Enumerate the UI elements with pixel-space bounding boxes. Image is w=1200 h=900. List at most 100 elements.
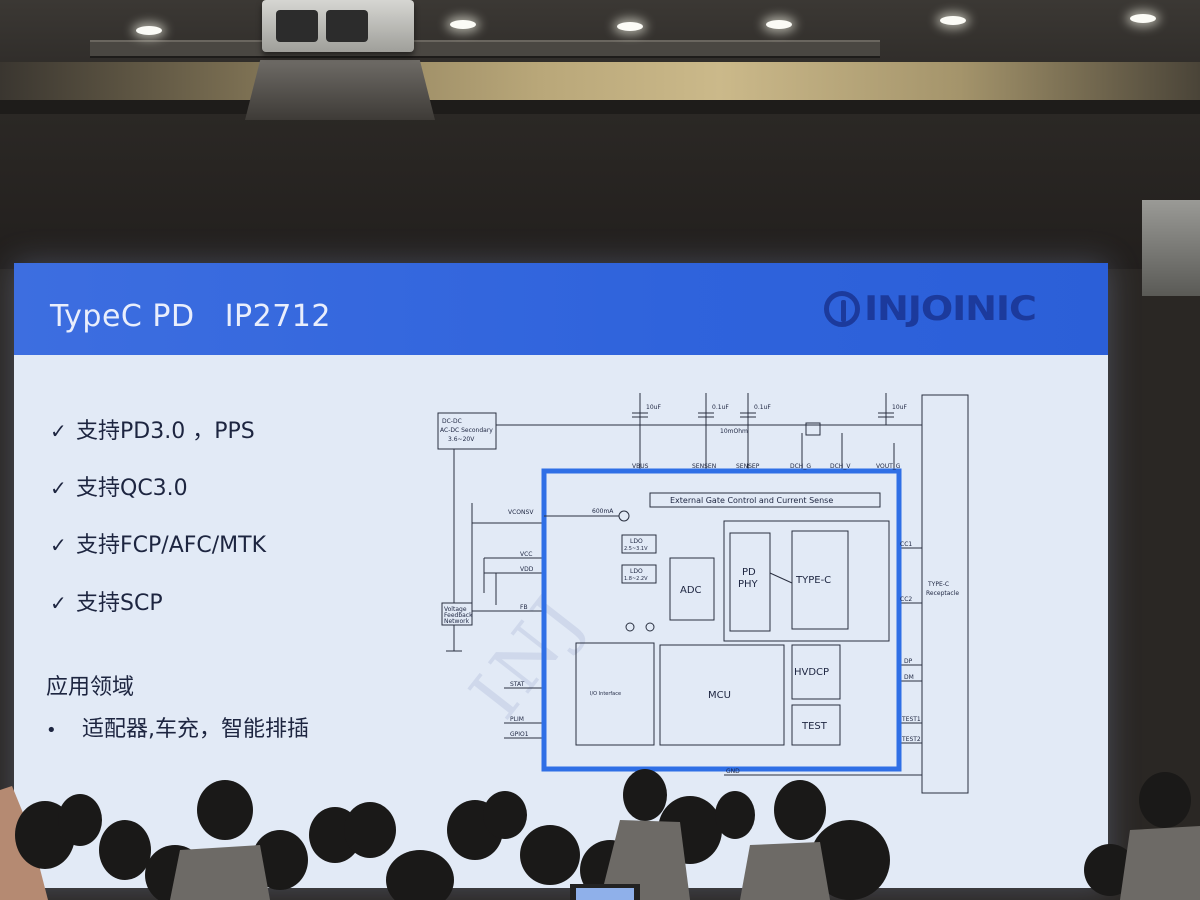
pin-label: TEST1 bbox=[901, 716, 921, 723]
ceiling-light bbox=[450, 20, 476, 29]
cap-label: 0.1uF bbox=[754, 404, 771, 411]
ceiling-light bbox=[617, 22, 643, 31]
ceiling-light-band bbox=[0, 62, 1200, 102]
pin-label: VDD bbox=[520, 566, 534, 573]
io-interface-label: I/O Interface bbox=[590, 691, 621, 697]
gate-control-block bbox=[649, 492, 881, 508]
ceiling-edge bbox=[0, 100, 1200, 114]
pin-label: TEST2 bbox=[901, 736, 921, 743]
application-item: •适配器,车充，智能排插 bbox=[46, 717, 309, 742]
pin-label: DP bbox=[904, 658, 913, 665]
pin-label: DCH_G bbox=[790, 463, 811, 470]
receptacle-label: Receptacle bbox=[926, 590, 959, 597]
ceiling-light bbox=[940, 16, 966, 25]
dcdc-label: DC-DC bbox=[442, 418, 462, 425]
audience-head bbox=[1139, 772, 1191, 828]
feature-item: ✓支持QC3.0 bbox=[50, 476, 188, 501]
projector bbox=[262, 0, 414, 52]
ldo-range: 2.5~3.1V bbox=[624, 546, 648, 552]
back-wall bbox=[0, 114, 1200, 269]
feature-item: ✓支持FCP/AFC/MTK bbox=[50, 533, 267, 558]
check-icon: ✓ bbox=[50, 419, 67, 443]
current-source-label: 600mA bbox=[592, 508, 614, 515]
ldo-range: 1.8~2.2V bbox=[624, 576, 648, 582]
logo-icon bbox=[824, 291, 860, 327]
mcu-block bbox=[659, 644, 785, 746]
cap-label: 0.1uF bbox=[712, 404, 729, 411]
pin-label: SENSEN bbox=[692, 463, 716, 470]
hvdcp-block bbox=[791, 644, 841, 700]
company-logo: INJOINIC bbox=[824, 287, 1037, 331]
ldo2-block bbox=[621, 564, 657, 584]
ceiling-trim bbox=[90, 40, 880, 58]
ceiling-light bbox=[136, 26, 162, 35]
pin-label: VCC bbox=[520, 551, 532, 558]
projector-vent bbox=[276, 10, 318, 42]
ldo1-block bbox=[621, 534, 657, 554]
dcdc-sub1: AC-DC Secondary bbox=[440, 427, 493, 434]
ldo-label: LDO bbox=[630, 538, 643, 545]
pd-phy-label: PD bbox=[742, 567, 756, 578]
feedback-label: Feedback bbox=[444, 612, 473, 619]
pin-label: VOUT_G bbox=[876, 463, 901, 470]
block-diagram: DC-DC AC-DC Secondary 3.6~20V Voltage Fe… bbox=[437, 393, 969, 794]
pin-label: CC2 bbox=[900, 596, 912, 603]
slide-header bbox=[14, 263, 1108, 355]
feature-item: ✓支持PD3.0 ，PPS bbox=[50, 419, 255, 444]
mcu-label: MCU bbox=[708, 690, 731, 701]
projected-slide: TypeC PD IP2712 INJOINIC ✓支持PD3.0 ，PPS ✓… bbox=[14, 263, 1108, 888]
pin-label: VCONSV bbox=[508, 509, 534, 516]
pin-label: DM bbox=[904, 674, 914, 681]
pin-label: STAT bbox=[510, 681, 525, 688]
gnd-label: GND bbox=[726, 768, 740, 775]
receptacle-label: TYPE-C bbox=[927, 581, 949, 588]
feedback-network bbox=[441, 602, 473, 626]
io-interface-block bbox=[575, 642, 655, 746]
projector-mount bbox=[245, 60, 435, 120]
feature-item: ✓支持SCP bbox=[50, 591, 163, 616]
dcdc-block bbox=[437, 412, 497, 450]
test-label: TEST bbox=[801, 721, 828, 732]
ldo-label: LDO bbox=[630, 568, 643, 575]
cap-label: 10uF bbox=[646, 404, 661, 411]
feedback-label: Network bbox=[444, 618, 470, 625]
check-icon: ✓ bbox=[50, 476, 67, 500]
typec-block bbox=[791, 530, 849, 630]
slide-title: TypeC PD IP2712 bbox=[50, 299, 331, 334]
current-source-icon bbox=[618, 510, 630, 522]
hvdcp-label: HVDCP bbox=[794, 667, 829, 678]
check-icon: ✓ bbox=[50, 591, 67, 615]
check-icon: ✓ bbox=[50, 533, 67, 557]
pd-phy-label: PHY bbox=[738, 579, 759, 590]
adc-label: ADC bbox=[680, 585, 702, 596]
ceiling-light bbox=[1130, 14, 1156, 23]
projector-vent bbox=[326, 10, 368, 42]
bullet-icon: • bbox=[46, 720, 57, 741]
pd-phy-block bbox=[729, 532, 771, 632]
logo-text: INJOINIC bbox=[864, 289, 1037, 329]
test-block bbox=[791, 704, 841, 746]
pin-label: VBUS bbox=[632, 463, 649, 470]
audience-shoulders bbox=[1120, 826, 1200, 900]
dcdc-sub2: 3.6~20V bbox=[448, 436, 475, 443]
ceiling-light bbox=[766, 20, 792, 29]
pin-label: GPIO1 bbox=[510, 731, 529, 738]
typec-receptacle bbox=[921, 394, 969, 794]
side-speaker bbox=[1142, 200, 1200, 296]
ip2712-chip bbox=[541, 468, 902, 772]
typec-group bbox=[723, 520, 890, 642]
adc-block bbox=[669, 557, 715, 621]
pin-label: DCH_V bbox=[830, 463, 851, 470]
pin-label: PLIM bbox=[510, 716, 524, 723]
typec-label: TYPE-C bbox=[795, 575, 831, 586]
pin-label: CC1 bbox=[900, 541, 912, 548]
feedback-label: Voltage bbox=[444, 606, 467, 613]
phone-screen bbox=[576, 888, 634, 900]
section-title: 应用领域 bbox=[46, 675, 135, 700]
pin-label: SENSEP bbox=[736, 463, 760, 470]
audience-head bbox=[1167, 828, 1200, 872]
gate-control-label: External Gate Control and Current Sense bbox=[670, 496, 833, 505]
sense-resistor-label: 10mOhm bbox=[720, 428, 748, 435]
cap-label: 10uF bbox=[892, 404, 907, 411]
pin-label: FB bbox=[520, 604, 528, 611]
